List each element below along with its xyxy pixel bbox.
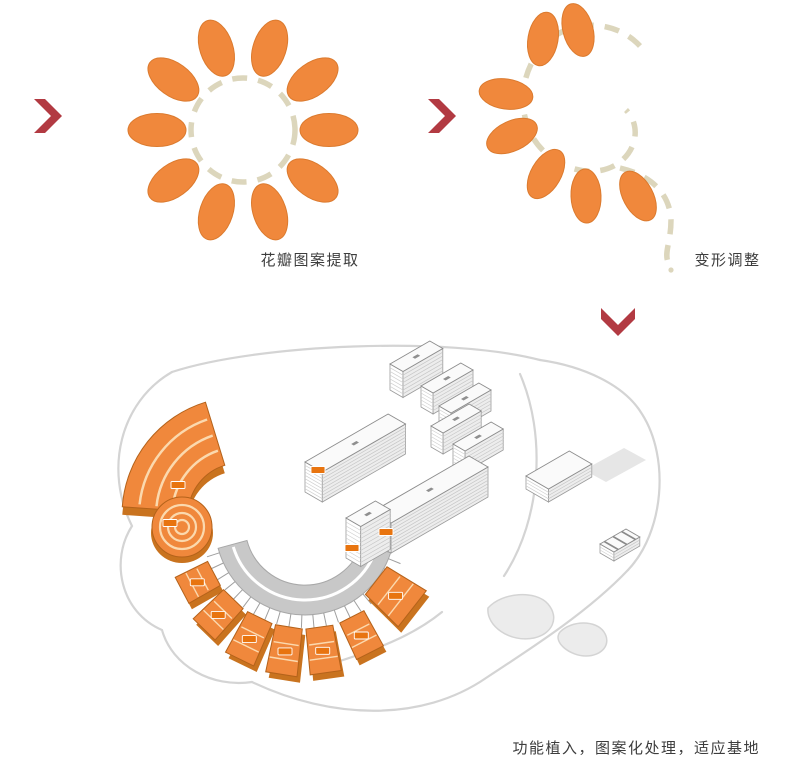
chevron-right-icon [428,99,456,133]
step2-caption: 变形调整 [694,251,761,269]
chevron-right-icon [34,99,62,133]
site-plan-illustration [117,340,661,712]
chevron-down-icon [601,308,635,336]
flower-circular-petals [127,19,359,241]
site-plan-drawing [117,340,661,712]
flower-circular-pattern [127,19,359,241]
flower-deformed-petals [478,3,674,273]
step3-caption: 功能植入，图案化处理，适应基地 [512,739,760,757]
step1-caption: 花瓣图案提取 [260,251,360,269]
flower-deformed-pattern [478,3,674,273]
